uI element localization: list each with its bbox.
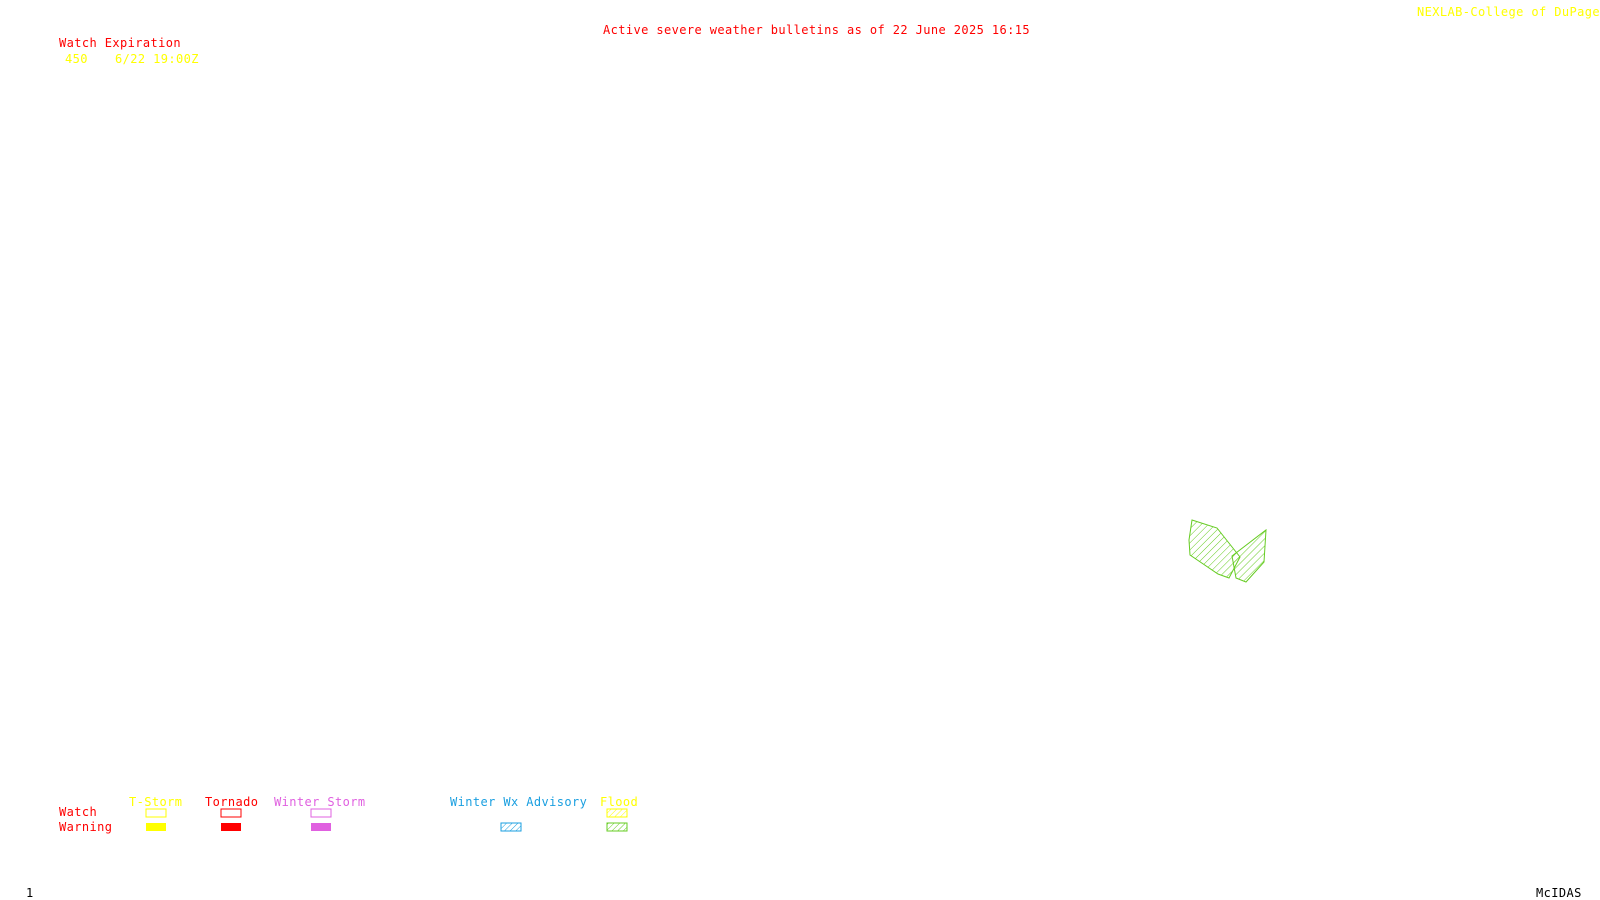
flood-watch-swatch (606, 808, 628, 818)
tstorm-watch-swatch (145, 808, 167, 818)
flood-warning-swatch (606, 822, 628, 832)
flood-warning-area (1188, 519, 1241, 579)
tornado-watch-swatch (220, 808, 242, 818)
watch-expiration-heading: Watch Expiration (59, 36, 181, 50)
tornado-warning-swatch (221, 823, 241, 831)
frame-number: 1 (26, 886, 34, 900)
legend-flood-label: Flood (600, 795, 639, 809)
legend-tornado-label: Tornado (205, 795, 259, 809)
legend-warning-row-label: Warning (59, 820, 113, 834)
winter-storm-warning-swatch (311, 823, 331, 831)
legend-watch-row-label: Watch (59, 805, 98, 819)
software-label: McIDAS (1536, 886, 1582, 900)
source-credit: NEXLAB-College of DuPage R (1417, 5, 1600, 19)
legend-winter-storm-label: Winter Storm (274, 795, 366, 809)
winter-storm-watch-swatch (310, 808, 332, 818)
flood-warning-area (1231, 528, 1267, 583)
watch-expiration-time: 6/22 19:00Z (115, 52, 199, 66)
winter-wx-advisory-swatch (500, 822, 522, 832)
legend-tstorm-label: T-Storm (129, 795, 183, 809)
watch-number: 450 (65, 52, 88, 66)
tstorm-warning-swatch (146, 823, 166, 831)
bulletin-title: Active severe weather bulletins as of 22… (603, 23, 1030, 37)
legend-winter-wx-advisory-label: Winter Wx Advisory (450, 795, 588, 809)
